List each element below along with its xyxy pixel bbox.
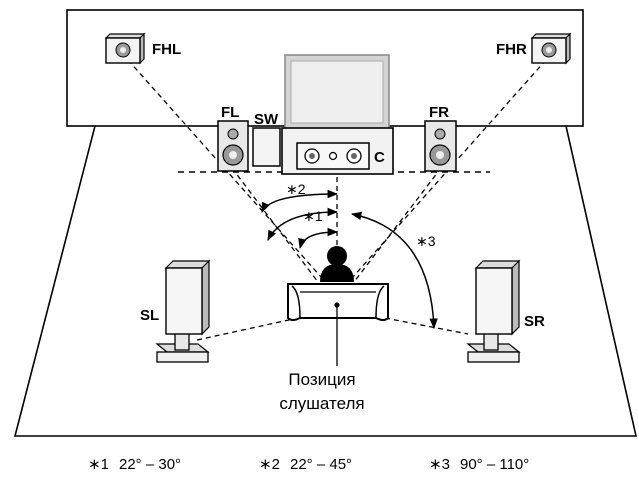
footnote-range-3: 90° – 110° xyxy=(460,456,529,473)
footnotes: ∗1 22° – 30° ∗2 22° – 45° ∗3 90° – 110° xyxy=(88,456,529,473)
footnote-mark-3: ∗3 xyxy=(429,456,450,473)
line-fr xyxy=(353,167,442,283)
fhl-speaker-icon xyxy=(104,32,146,65)
label-fhl: FHL xyxy=(152,41,181,58)
sofa-icon xyxy=(287,283,389,321)
footnote-mark-1: ∗1 xyxy=(88,456,109,473)
line-sl xyxy=(196,317,299,341)
label-fhr: FHR xyxy=(496,41,527,58)
arc-2 xyxy=(261,189,339,213)
footnote-range-1: 22° – 30° xyxy=(119,456,181,473)
listener-icon xyxy=(320,246,354,282)
arc-1 xyxy=(298,227,339,250)
fr-speaker-icon xyxy=(424,120,457,172)
label-sl: SL xyxy=(140,307,159,324)
angle-mark-2: ∗2 xyxy=(286,181,306,197)
fhr-speaker-icon xyxy=(530,32,572,65)
listener-caption-line2: слушателя xyxy=(279,394,364,413)
fl-speaker-icon xyxy=(217,120,249,172)
line-sr xyxy=(384,317,469,335)
angle-arcs xyxy=(261,189,438,330)
line-fl xyxy=(231,167,319,283)
label-sr: SR xyxy=(524,313,545,330)
footnote-range-2: 22° – 45° xyxy=(290,456,352,473)
listener-caption-line1: Позиция xyxy=(288,370,355,389)
sl-speaker-icon xyxy=(155,259,211,363)
label-sw: SW xyxy=(254,111,279,128)
floor-outline xyxy=(13,125,638,437)
label-c: C xyxy=(374,149,385,166)
center-speaker-icon xyxy=(296,142,370,170)
sw-speaker-icon xyxy=(252,127,281,167)
label-fl: FL xyxy=(221,104,239,121)
label-fr: FR xyxy=(429,104,449,121)
angle-mark-3: ∗3 xyxy=(416,233,436,249)
sr-speaker-icon xyxy=(466,259,521,363)
angle-mark-1: ∗1 xyxy=(303,208,323,224)
footnote-mark-2: ∗2 xyxy=(259,456,280,473)
arc-3 xyxy=(350,211,438,330)
tv-icon xyxy=(284,54,390,134)
